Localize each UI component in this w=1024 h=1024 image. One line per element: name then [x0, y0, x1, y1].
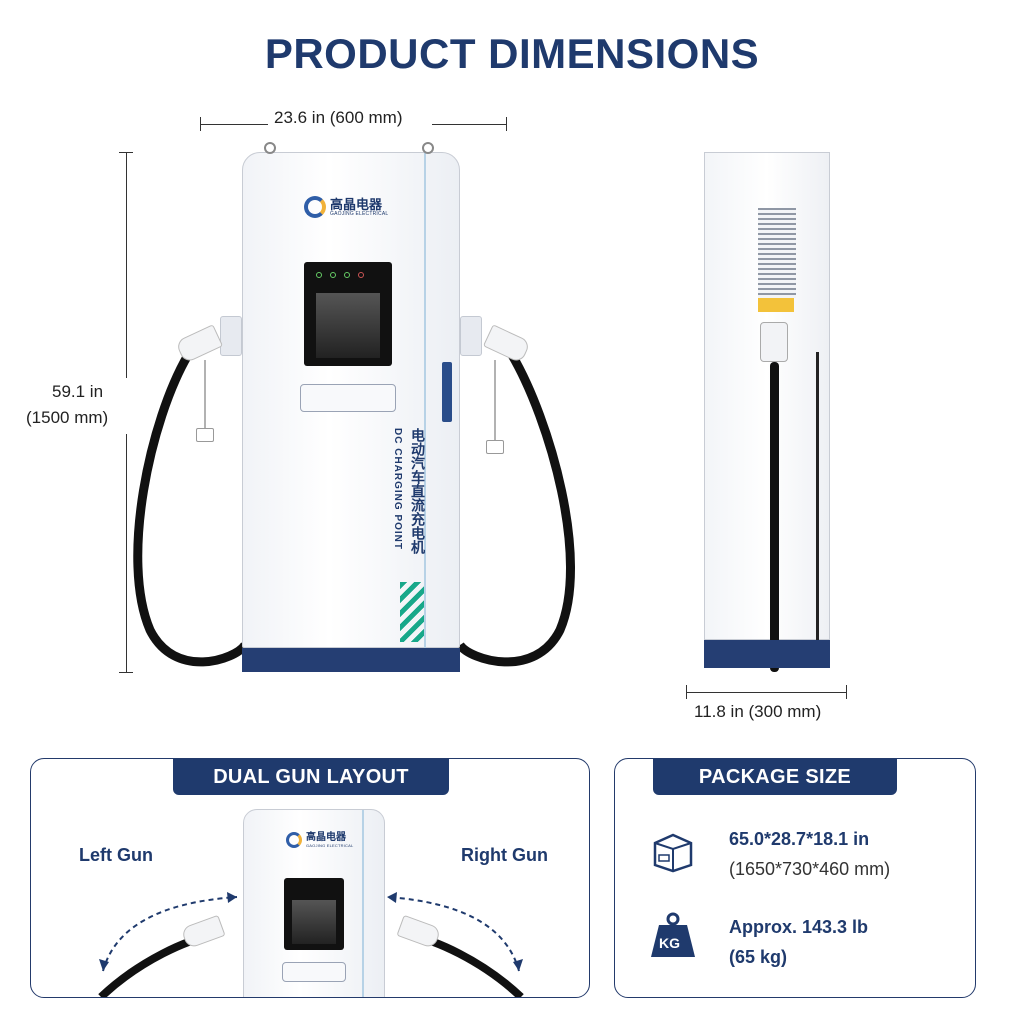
side-base	[704, 640, 830, 668]
brand-logo-icon	[286, 832, 302, 848]
dual-gun-heading: DUAL GUN LAYOUT	[173, 759, 449, 795]
height-tick-top	[119, 152, 133, 153]
right-cable-tag	[486, 440, 504, 454]
depth-tick-right	[846, 685, 847, 699]
right-holster	[460, 316, 482, 356]
height-dimension-label-mm: (1500 mm)	[26, 408, 109, 427]
vertical-label-cn: 电动汽车直流充电机	[410, 428, 426, 554]
left-cable-tag	[196, 428, 214, 442]
left-holster	[220, 316, 242, 356]
width-dimension-line-right	[432, 124, 506, 125]
depth-dimension-label: 11.8 in (300 mm)	[694, 702, 822, 721]
led-icon	[344, 272, 351, 279]
charger-side-view	[704, 152, 830, 672]
mini-brand-name-en: GAOJING ELECTRICAL	[306, 842, 354, 848]
box-icon	[653, 833, 693, 873]
mini-charger: 高晶电器 GAOJING ELECTRICAL	[243, 809, 385, 997]
width-tick-right	[506, 117, 507, 131]
width-dimension-line-left	[200, 124, 268, 125]
left-gun-label: Left Gun	[79, 845, 153, 865]
cabinet-seam	[424, 152, 426, 648]
right-gun-label: Right Gun	[461, 845, 548, 865]
page-title: PRODUCT DIMENSIONS	[264, 30, 760, 77]
package-size-heading: PACKAGE SIZE	[653, 759, 897, 795]
control-button-panel	[300, 384, 396, 412]
brand-name-cn: 高晶电器	[330, 196, 383, 212]
package-size-in: 65.0*28.7*18.1 in	[729, 829, 870, 849]
height-label-box	[14, 378, 134, 434]
led-icon	[316, 272, 323, 279]
led-icon	[330, 272, 337, 279]
mini-seam	[362, 810, 364, 997]
warning-sticker	[758, 298, 794, 312]
decorative-stripes	[400, 582, 424, 642]
depth-tick-left	[686, 685, 687, 699]
weight-icon	[651, 912, 695, 957]
led-icon	[358, 272, 365, 279]
lifting-eye-left	[264, 142, 276, 154]
cabinet-base	[242, 648, 460, 672]
package-weight-lb: Approx. 143.3 lb	[729, 917, 869, 937]
height-tick-bottom	[119, 672, 133, 673]
vertical-label-en: DC CHARGING POINT	[392, 428, 403, 550]
side-gun	[760, 322, 788, 362]
side-vent	[758, 208, 796, 298]
weight-icon-text: KG	[659, 935, 680, 951]
front-cables	[133, 352, 575, 667]
mini-brand-name-cn: 高晶电器	[306, 831, 346, 843]
height-dimension-label-in: 59.1 in	[52, 382, 104, 401]
screen-content	[316, 293, 380, 358]
package-size-panel: PACKAGE SIZE 65.0*28.7*18.1 in (1650*730…	[614, 758, 976, 998]
mini-display-screen	[284, 878, 344, 950]
status-leds	[316, 272, 365, 279]
side-cable	[770, 362, 779, 672]
brand-logo: 高晶电器 GAOJING ELECTRICAL	[304, 196, 388, 218]
brand-logo-icon	[304, 196, 326, 218]
mini-brand-logo: 高晶电器 GAOJING ELECTRICAL	[286, 832, 353, 848]
charger-display-screen	[304, 262, 392, 366]
dual-gun-layout-panel: DUAL GUN LAYOUT Left Gun Right Gun 高晶电器 …	[30, 758, 590, 998]
dual-gun-arrows-and-cables	[98, 892, 524, 997]
brand-name-en: GAOJING ELECTRICAL	[330, 210, 389, 217]
depth-dimension-line	[686, 692, 846, 693]
package-size-mm: (1650*730*460 mm)	[729, 859, 891, 879]
mini-button-panel	[282, 962, 346, 982]
lifting-eye-right	[422, 142, 434, 154]
mini-screen-content	[292, 899, 336, 945]
side-thin-cable	[816, 352, 819, 642]
indicator-strip	[442, 362, 452, 422]
charger-front-view: 高晶电器 GAOJING ELECTRICAL 电动汽车直流充电机 DC CHA…	[242, 142, 460, 672]
package-weight-kg: (65 kg)	[729, 947, 788, 967]
width-tick-left	[200, 117, 201, 131]
width-dimension-label: 23.6 in (600 mm)	[274, 108, 403, 127]
